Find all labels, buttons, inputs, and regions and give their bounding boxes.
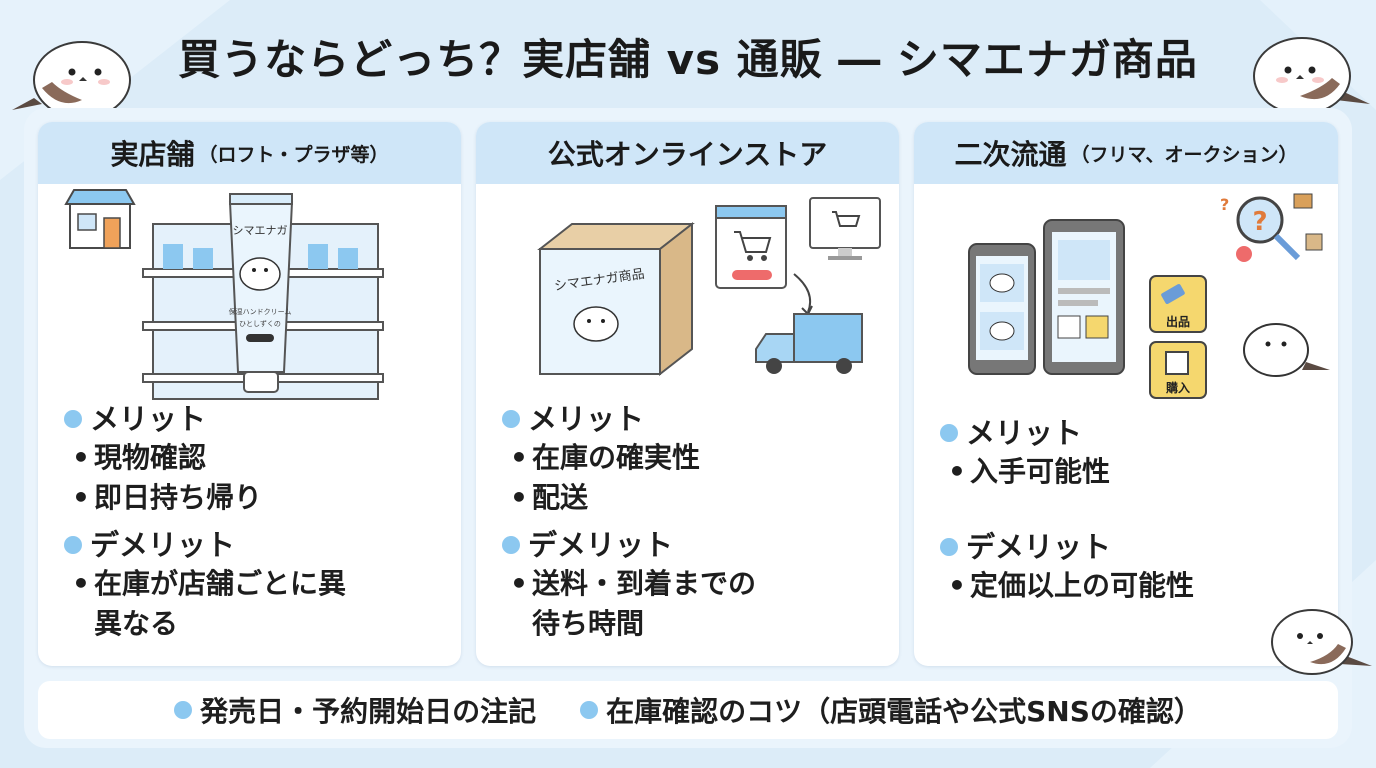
shop-icon — [64, 189, 136, 249]
card-physical-store: 実店舗（ロフト・プラザ等） シマエナガ 保湿ハンドクリーム ひと — [38, 122, 461, 666]
bullet-dot-icon — [580, 701, 599, 719]
card-title: 実店舗 — [110, 138, 195, 171]
demerit-heading: デメリット — [64, 526, 445, 564]
pros-cons-list: メリット •在庫の確実性 •配送 デメリット •送料・到着までの 待ち時間 — [502, 400, 883, 644]
merit-heading: メリット — [502, 400, 883, 438]
shimaenaga-bird-icon — [1271, 609, 1372, 675]
list-item: •在庫の確実性 — [510, 441, 701, 474]
bullet-dot-icon — [64, 536, 82, 554]
card-title: 二次流通 — [954, 138, 1067, 171]
shimaenaga-bird-icon — [1253, 37, 1370, 115]
demerit-heading: デメリット — [940, 528, 1322, 566]
online-store-illustration: シマエナガ商品 — [537, 197, 881, 377]
list-item: •送料・到着までの — [510, 567, 757, 600]
card-header: 公式オンラインストア — [476, 122, 899, 184]
list-item: •在庫が店舗ごとに異 — [72, 567, 347, 600]
bullet-dot-icon — [940, 424, 958, 442]
secondary-market-illustration: 出品 購入 ? ? — [968, 193, 1330, 399]
shopping-cart-icon — [715, 205, 787, 289]
card-header: 実店舗（ロフト・プラザ等） — [38, 122, 461, 184]
merit-heading: メリット — [940, 414, 1322, 452]
delivery-truck-icon — [755, 313, 863, 374]
footer-item: 発売日・予約開始日の注記 — [174, 690, 536, 730]
list-item: •現物確認 — [72, 441, 207, 474]
bullet-dot-icon — [502, 536, 520, 554]
svg-text:シマエナガ: シマエナガ — [233, 224, 288, 237]
svg-text:購入: 購入 — [1165, 380, 1190, 395]
list-item: •即日持ち帰り — [72, 481, 263, 514]
pros-cons-list: メリット •入手可能性 デメリット •定価以上の可能性 — [940, 414, 1322, 606]
svg-text:?: ? — [1220, 195, 1229, 214]
demerit-heading: デメリット — [502, 526, 883, 564]
list-item: 異なる — [94, 607, 179, 640]
card-header: 二次流通（フリマ、オークション） — [914, 122, 1338, 184]
shimaenaga-bird-icon — [1243, 323, 1330, 377]
bullet-dot-icon — [174, 701, 193, 719]
footer-notes: 発売日・予約開始日の注記 在庫確認のコツ（店頭電話や公式SNSの確認） — [38, 681, 1338, 739]
page-title: 買うならどっち？実店舗 vs 通販 ― シマエナガ商品 — [178, 35, 1198, 84]
svg-text:?: ? — [1252, 207, 1267, 237]
list-item: •配送 — [510, 481, 589, 514]
bullet-dot-icon — [64, 410, 82, 428]
svg-text:ひとしずくの: ひとしずくの — [239, 319, 281, 328]
tablet-icon — [1043, 219, 1125, 375]
product-tube-icon: シマエナガ 保湿ハンドクリーム ひとしずくの — [229, 193, 294, 393]
svg-text:出品: 出品 — [1166, 314, 1190, 329]
card-secondary-market: 二次流通（フリマ、オークション） 出品 購入 — [914, 122, 1338, 666]
pros-cons-list: メリット •現物確認 •即日持ち帰り デメリット •在庫が店舗ごとに異 異なる — [64, 400, 445, 644]
magnifier-question-icon: ? ? — [1220, 193, 1323, 262]
edit-icon: 購入 — [1149, 341, 1207, 399]
merit-heading: メリット — [64, 400, 445, 438]
smartphone-icon — [968, 243, 1036, 375]
card-title: 公式オンラインストア — [547, 138, 828, 171]
store-illustration: シマエナガ 保湿ハンドクリーム ひとしずくの — [64, 189, 384, 400]
card-official-online-store: 公式オンラインストア シマエナガ商品 — [476, 122, 899, 666]
auction-hammer-icon: 出品 — [1149, 275, 1207, 333]
computer-cart-icon — [809, 197, 881, 260]
list-item: •入手可能性 — [948, 455, 1111, 488]
svg-text:保湿ハンドクリーム: 保湿ハンドクリーム — [229, 307, 292, 316]
bullet-dot-icon — [502, 410, 520, 428]
package-box-icon: シマエナガ商品 — [537, 221, 695, 377]
card-subtitle: （ロフト・プラザ等） — [198, 143, 389, 166]
card-subtitle: （フリマ、オークション） — [1070, 143, 1298, 166]
footer-item: 在庫確認のコツ（店頭電話や公式SNSの確認） — [580, 690, 1202, 730]
list-item: 待ち時間 — [532, 607, 645, 640]
bullet-dot-icon — [940, 538, 958, 556]
shimaenaga-bird-icon — [12, 41, 131, 119]
list-item: •定価以上の可能性 — [948, 569, 1195, 602]
